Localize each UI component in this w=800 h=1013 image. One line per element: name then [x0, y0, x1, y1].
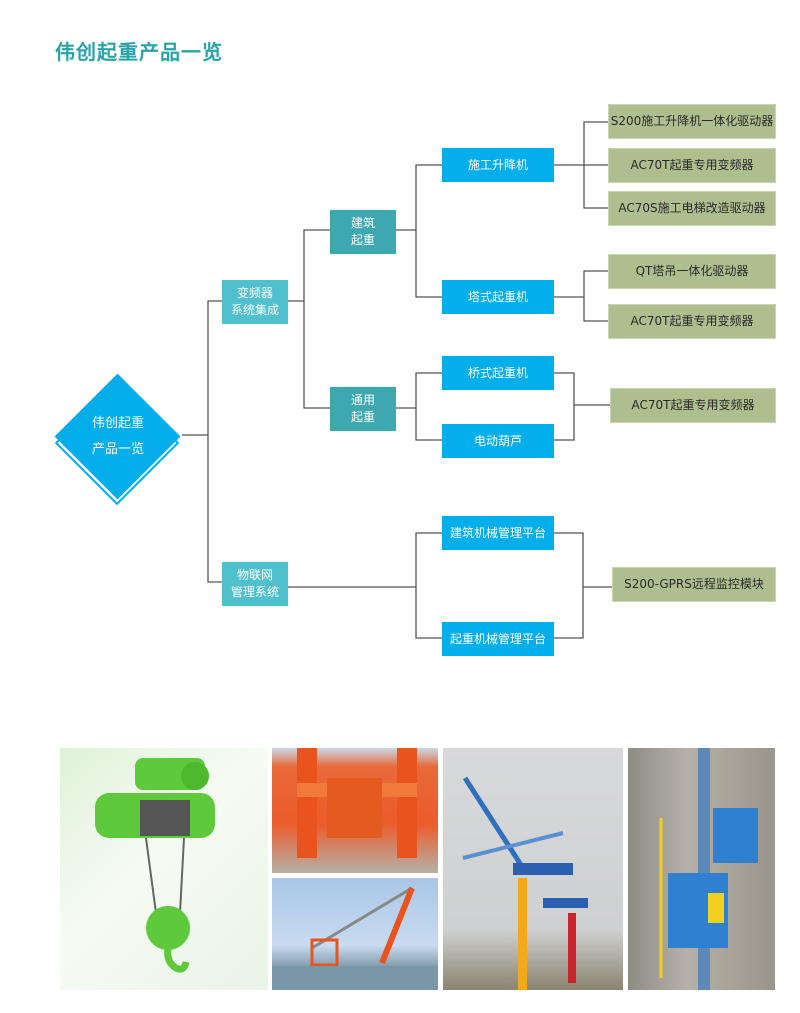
product-ac70t-inverter: AC70T起重专用变频器 — [608, 148, 776, 183]
connector — [303, 229, 332, 409]
node-inverter-integration: 变频器系统集成 — [222, 280, 288, 324]
photo-electric-hoist — [60, 748, 268, 990]
connector — [554, 372, 575, 441]
node-bridge-crane: 桥式起重机 — [442, 356, 554, 390]
product-qt-drive: QT塔吊一体化驱动器 — [608, 254, 776, 289]
node-construction-hoist: 施工升降机 — [442, 148, 554, 182]
connector — [207, 300, 222, 583]
product-s200-drive: S200施工升降机一体化驱动器 — [608, 104, 776, 139]
photo-floating-crane — [272, 878, 438, 990]
node-construction-machinery-platform: 建筑机械管理平台 — [442, 516, 554, 550]
node-construction-lifting: 建筑起重 — [330, 210, 396, 254]
root-label: 伟创起重 产品一览 — [91, 416, 144, 457]
connector — [554, 532, 584, 639]
product-ac70t-inverter: AC70T起重专用变频器 — [608, 304, 776, 339]
connector — [415, 372, 442, 441]
connector — [415, 532, 442, 639]
photo-strip — [60, 748, 775, 990]
connector — [415, 164, 442, 298]
photo-construction-hoist — [628, 748, 775, 990]
connector — [583, 270, 608, 322]
product-ac70t-inverter: AC70T起重专用变频器 — [610, 388, 776, 423]
node-general-lifting: 通用起重 — [330, 387, 396, 431]
node-electric-hoist: 电动葫芦 — [442, 424, 554, 458]
page-title: 伟创起重产品一览 — [55, 40, 223, 64]
node-iot-management: 物联网管理系统 — [222, 562, 288, 606]
photo-tower-crane — [443, 748, 623, 990]
hoist-illustration — [95, 758, 215, 973]
node-tower-crane: 塔式起重机 — [442, 280, 554, 314]
product-s200-gprs-module: S200-GPRS远程监控模块 — [612, 567, 776, 602]
product-ac70s-drive: AC70S施工电梯改造驱动器 — [608, 191, 776, 226]
node-lifting-machinery-platform: 起重机械管理平台 — [442, 622, 554, 656]
root-node: 伟创起重 产品一览 — [54, 373, 182, 508]
photo-gantry-crane — [272, 748, 438, 873]
